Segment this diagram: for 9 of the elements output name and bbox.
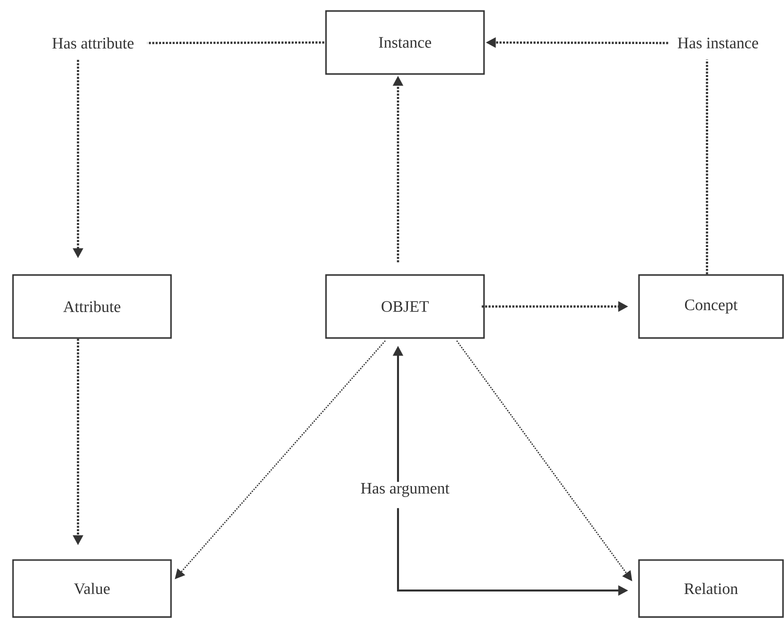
concept-box: Value <box>12 559 172 618</box>
concept-box: OBJET <box>325 274 485 339</box>
relation-label: Has attribute <box>52 37 134 49</box>
relation-label: Has argument <box>360 483 450 497</box>
concept-box: Concept <box>638 274 784 339</box>
relation-label: Has instance <box>678 38 758 48</box>
concept-box: Instance <box>325 10 485 75</box>
concept-box: Attribute <box>12 274 172 339</box>
concept-box: Relation <box>638 559 784 618</box>
